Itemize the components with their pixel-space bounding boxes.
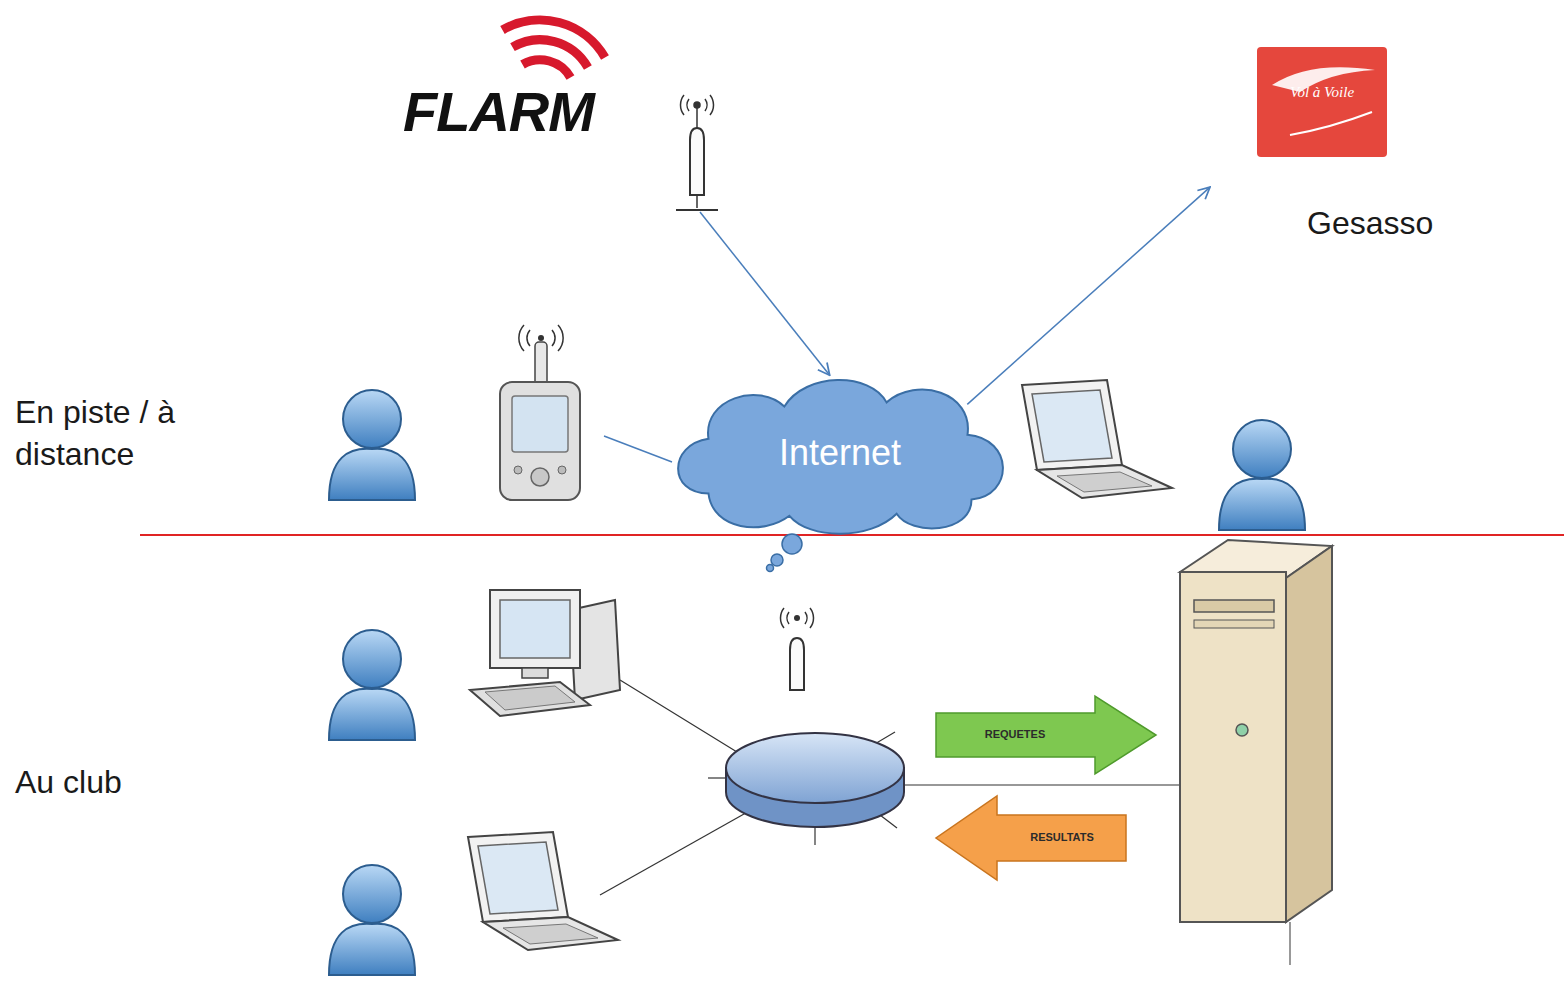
mobile-device [531,468,549,486]
network-wires [620,680,750,760]
ffvv-logo [1257,47,1387,157]
arrow-label: RESULTATS [1030,831,1094,844]
desktop-computer [470,682,590,716]
request-arrow-shape [935,695,1157,775]
desktop-computer [485,686,575,710]
desktop-computer [500,600,570,658]
network-wires [600,680,1182,895]
flarm-waves [503,20,606,58]
mobile-device [535,342,547,387]
network-wires [600,805,760,895]
antenna [676,95,718,210]
network-wires [900,784,1182,785]
internet-cloud: Internet [668,372,1012,534]
mobile-device [538,335,544,341]
mobile-device [500,325,580,500]
laptop-icon [1022,380,1172,498]
internet-cloud-shape [678,380,1003,534]
server-tower [1289,922,1290,965]
result-arrow: RESULTATS [935,795,1127,881]
request-arrow-shape [936,696,1156,774]
cloud-bubbles [782,534,802,554]
person-icon [329,390,415,500]
person-icon [329,630,415,740]
flarm-waves [503,20,606,78]
zone-label: En piste / à distance [15,392,215,475]
server-tower [1286,546,1332,922]
network-wires [708,777,726,778]
cloud-label: Internet [779,431,901,474]
mobile-device [514,466,522,474]
network-hub [790,638,804,690]
flarm-waves [523,60,571,78]
mobile-device [500,382,580,500]
person-icon [1219,420,1305,530]
person-icon [329,865,415,975]
arrow-label: REQUETES [985,728,1046,741]
logo-text: FLARM [403,78,594,145]
desktop-computer [470,590,620,716]
server-tower [1194,600,1274,612]
request-arrow: REQUETES [935,695,1157,775]
connector-arrow [700,212,830,375]
mobile-device [512,396,568,452]
mobile-device [558,466,566,474]
antenna [696,195,698,208]
server-tower [1180,572,1286,922]
ffvv-logo [1290,112,1372,135]
link-line [604,436,672,462]
server-tower [1180,540,1332,965]
ffvv-logo [1257,47,1387,157]
cloud-bubbles [771,554,783,566]
network-hub [780,608,813,628]
server-tower [1236,724,1248,736]
antenna [694,102,700,108]
desktop-computer [490,590,580,668]
separator-line [140,534,1564,536]
flarm-logo: FLARM [395,20,740,212]
logo-text: Vol à Voile [1257,83,1387,101]
cloud-bubbles [767,565,774,572]
antenna [690,128,704,195]
network-hub [726,733,904,803]
result-arrow-shape [936,796,1126,880]
antenna [696,108,698,130]
network-wires [880,815,897,828]
desktop-computer [522,668,548,678]
service-name: Gesasso [1307,203,1433,245]
connector-arrow [967,187,1210,404]
network-hub [794,615,800,621]
laptop-icon [468,832,618,950]
flarm-waves [513,40,588,68]
antenna [676,209,718,211]
zone-label: Au club [15,762,215,804]
network-hub [726,608,904,827]
server-tower [1194,620,1274,628]
gesasso-node: Vol à VoileGesasso [1210,45,1472,267]
cloud-bubbles [767,534,803,572]
